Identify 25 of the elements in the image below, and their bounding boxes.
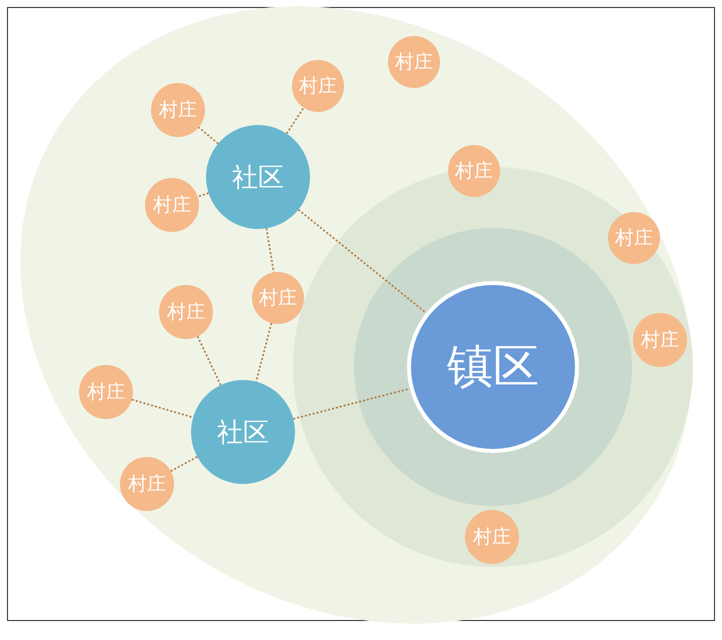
node-label: 村庄 <box>259 286 297 311</box>
node-label: 社区 <box>217 416 269 450</box>
connector-line <box>170 456 198 472</box>
connector-line <box>197 192 209 198</box>
connector-line <box>298 209 427 314</box>
node-label: 村庄 <box>87 380 125 405</box>
connector-line <box>286 107 304 134</box>
node-label: 村庄 <box>299 74 337 99</box>
node-label: 镇区 <box>447 338 539 395</box>
connector-line <box>196 336 222 386</box>
node-label: 村庄 <box>641 328 679 353</box>
node-label: 村庄 <box>473 525 511 550</box>
node-label: 村庄 <box>153 193 191 218</box>
node-label: 村庄 <box>128 472 166 497</box>
connector-line <box>255 322 272 382</box>
node-label: 社区 <box>232 162 284 194</box>
node-label: 村庄 <box>159 98 197 123</box>
connector-line <box>266 228 275 272</box>
node-label: 村庄 <box>167 300 205 325</box>
connector-line <box>293 388 410 420</box>
connector-line <box>198 126 219 144</box>
connector-line <box>132 398 194 418</box>
node-label: 村庄 <box>455 159 493 184</box>
node-label: 村庄 <box>395 50 433 75</box>
node-label: 村庄 <box>615 226 653 251</box>
